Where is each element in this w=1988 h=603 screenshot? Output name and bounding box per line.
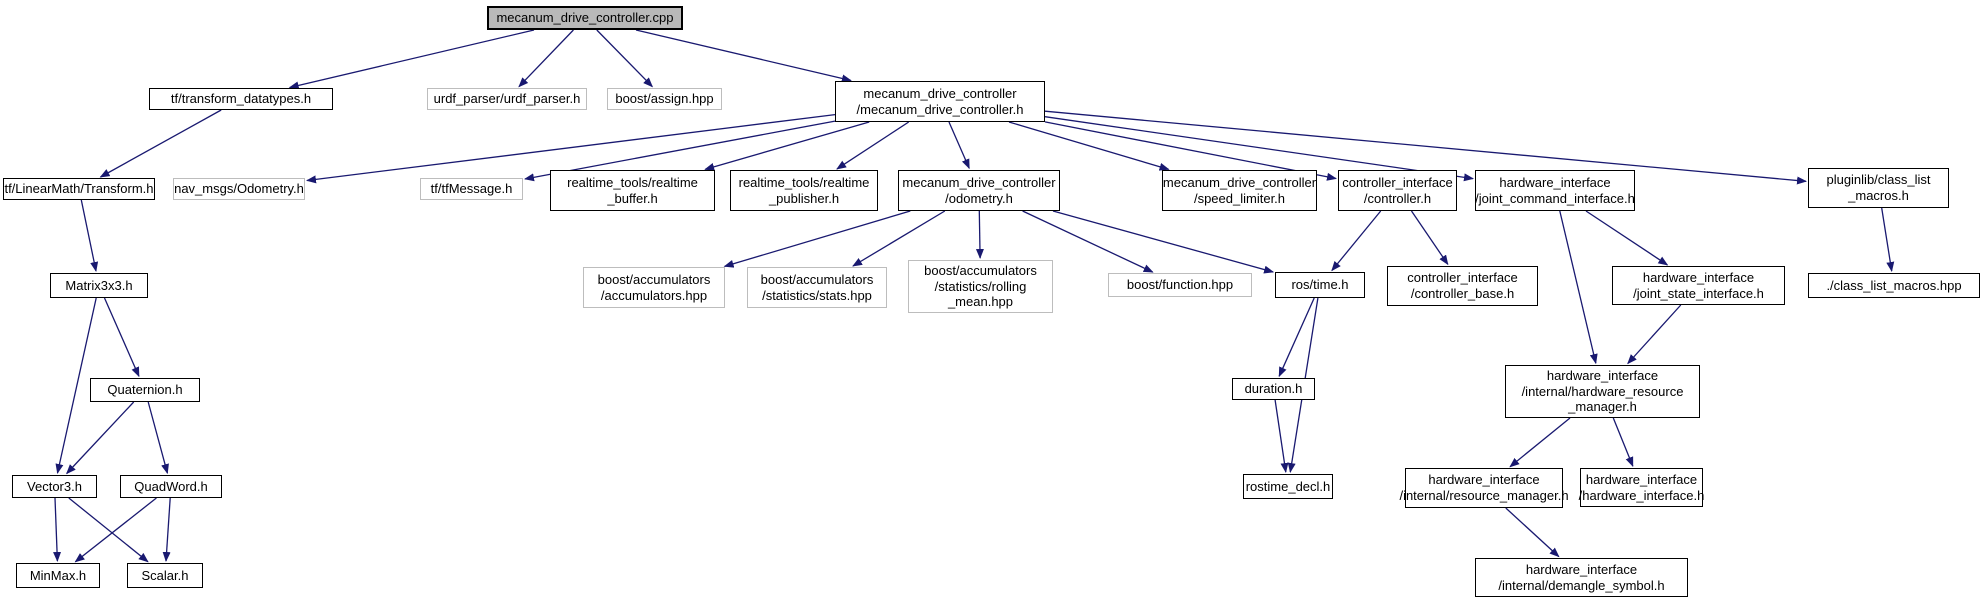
include-edge-cpp-tf_transform [288,29,535,90]
graph-node-jointstate[interactable]: hardware_interface /joint_state_interfac… [1612,266,1785,305]
include-edge-mdc-rtpub [836,121,910,170]
include-edge-mdc-jointcmd [1044,116,1474,182]
include-edge-mdc-rtbuf [704,121,870,171]
graph-node-stats: boost/accumulators /statistics/stats.hpp [747,267,887,308]
include-edge-odometry-rostime [1052,210,1275,274]
graph-node-odom_msg: nav_msgs/Odometry.h [173,178,305,200]
include-edge-controller-ctrlbase [1410,210,1449,266]
graph-node-minmax[interactable]: MinMax.h [16,563,100,588]
graph-node-resmgr[interactable]: hardware_interface /internal/resource_ma… [1399,468,1569,508]
include-edge-mdc-controller [1044,121,1337,181]
graph-node-rtpub[interactable]: realtime_tools/realtime _publisher.h [730,170,878,211]
include-edge-quadword-scalar [162,497,171,562]
graph-node-vector3[interactable]: Vector3.h [12,475,97,498]
graph-node-transform[interactable]: tf/LinearMath/Transform.h [3,178,155,200]
include-edge-vector3-scalar [68,497,149,563]
graph-node-assign: boost/assign.hpp [607,88,722,110]
include-edge-cpp-mdc [635,29,852,83]
include-edge-hrm-hwiface [1612,417,1634,468]
include-edge-mdc-pluginlib [1044,110,1807,185]
include-edge-tf_transform-transform [99,109,222,178]
include-edge-mdc-odom_msg [306,113,836,184]
include-edge-pluginlib-clmacros [1881,207,1895,272]
graph-node-jointcmd[interactable]: hardware_interface /joint_command_interf… [1475,170,1635,211]
include-edge-mdc-speed [1008,121,1170,171]
include-edge-quaternion-vector3 [66,401,135,475]
include-edge-resmgr-demangle [1505,507,1560,558]
include-edge-odometry-stats [852,210,946,267]
graph-node-scalar[interactable]: Scalar.h [127,563,203,588]
include-edge-odometry-accum [723,210,911,268]
graph-node-tf_transform[interactable]: tf/transform_datatypes.h [149,88,333,110]
include-edge-jointstate-hrm [1627,304,1682,365]
graph-node-pluginlib[interactable]: pluginlib/class_list _macros.h [1808,168,1949,208]
graph-node-rolling: boost/accumulators /statistics/rolling _… [908,260,1053,313]
include-edge-cpp-urdf [518,29,574,88]
include-edge-quaternion-quadword [147,401,169,475]
graph-node-function: boost/function.hpp [1108,273,1252,297]
graph-node-odometry[interactable]: mecanum_drive_controller /odometry.h [898,170,1060,211]
include-edge-quadword-minmax [74,497,157,563]
graph-node-tfmsg: tf/tfMessage.h [420,178,523,200]
graph-node-clmacros[interactable]: ./class_list_macros.hpp [1808,273,1980,298]
graph-node-rtbuf[interactable]: realtime_tools/realtime _buffer.h [550,170,715,211]
graph-node-speed[interactable]: mecanum_drive_controller /speed_limiter.… [1162,170,1317,211]
include-edge-mdc-tfmsg [524,120,836,182]
include-edge-transform-matrix [80,199,99,272]
graph-node-hrm[interactable]: hardware_interface /internal/hardware_re… [1505,365,1700,418]
graph-node-ctrlbase[interactable]: controller_interface /controller_base.h [1387,266,1538,306]
include-edge-jointcmd-jointstate [1585,210,1669,266]
graph-node-quaternion[interactable]: Quaternion.h [90,378,200,402]
graph-node-matrix[interactable]: Matrix3x3.h [50,273,148,298]
graph-node-cpp: mecanum_drive_controller.cpp [487,6,683,30]
graph-node-rostime_decl[interactable]: rostime_decl.h [1243,474,1333,499]
graph-node-demangle[interactable]: hardware_interface /internal/demangle_sy… [1475,558,1688,597]
graph-node-rostime[interactable]: ros/time.h [1275,272,1365,298]
include-edge-vector3-minmax [53,497,62,562]
include-edge-odometry-rolling [975,210,984,259]
graph-node-quadword[interactable]: QuadWord.h [120,475,222,498]
graph-node-hwiface[interactable]: hardware_interface /hardware_interface.h [1579,468,1704,507]
include-edge-mdc-odometry [948,121,970,170]
include-edge-rostime-duration [1278,297,1315,378]
include-edge-hrm-resmgr [1509,417,1571,468]
graph-node-urdf: urdf_parser/urdf_parser.h [427,88,587,110]
include-edge-duration-rostime_decl [1274,399,1289,473]
graph-node-duration[interactable]: duration.h [1232,378,1315,400]
include-edge-matrix-vector3 [55,297,97,474]
include-edge-matrix-quaternion [103,297,140,378]
include-edge-controller-rostime [1331,210,1382,272]
graph-node-accum: boost/accumulators /accumulators.hpp [583,267,725,308]
graph-node-mdc[interactable]: mecanum_drive_controller /mecanum_drive_… [835,81,1045,122]
include-edge-odometry-function [1022,210,1154,273]
graph-node-controller[interactable]: controller_interface /controller.h [1338,170,1457,211]
include-edge-jointcmd-hrm [1559,210,1598,365]
include-edge-cpp-assign [596,29,654,88]
